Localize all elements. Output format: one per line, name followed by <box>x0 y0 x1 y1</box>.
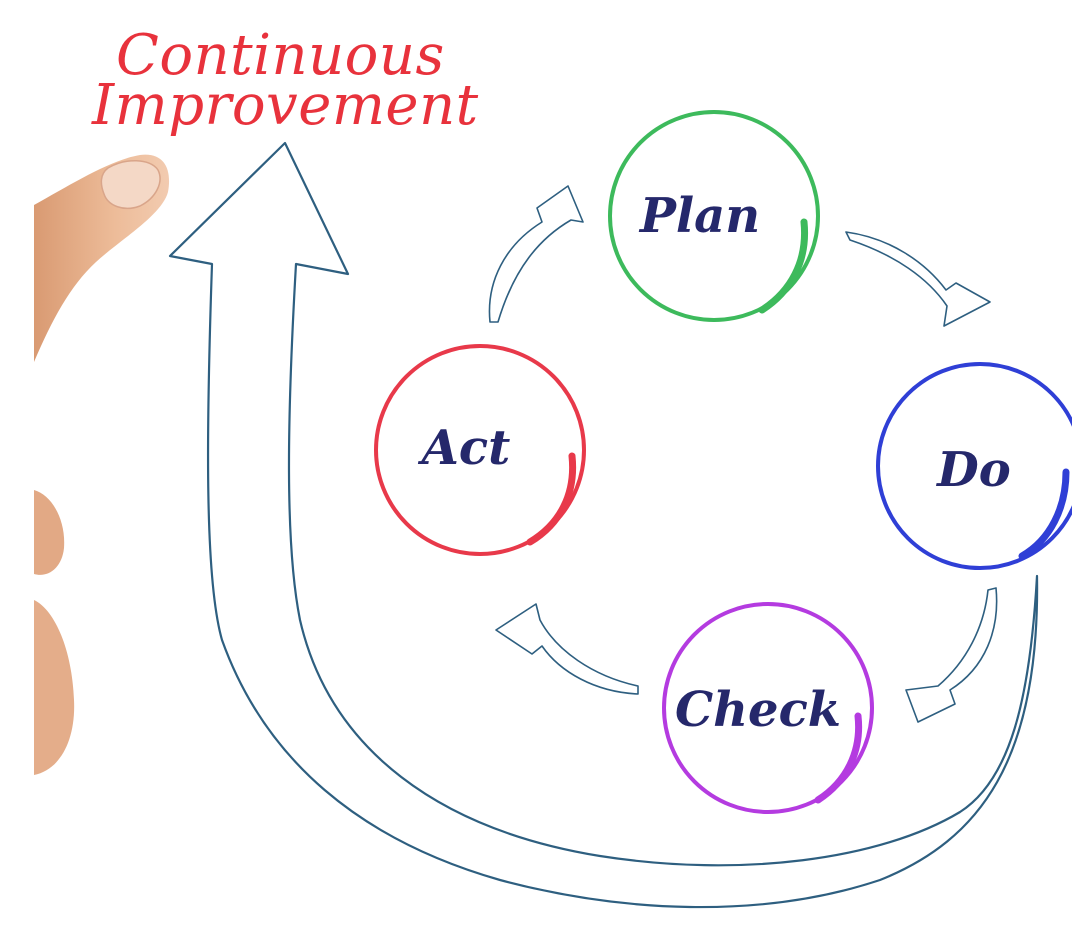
title-line-2: Improvement <box>92 73 479 138</box>
do-circle <box>876 362 1072 570</box>
arrow-plan-to-do <box>845 231 991 327</box>
arrow-check-to-act <box>495 603 639 695</box>
knuckle-icon <box>34 490 65 575</box>
check-circle <box>662 602 874 814</box>
check-label: Check <box>674 682 842 738</box>
title-line-1: Continuous <box>116 23 445 88</box>
arrow-act-to-plan <box>488 185 584 323</box>
palm-icon <box>34 600 75 775</box>
improvement-arrow-icon <box>168 141 1039 909</box>
do-label: Do <box>937 442 1011 498</box>
fingernail-icon <box>100 160 161 210</box>
cycle-arrows <box>488 185 998 723</box>
act-circle <box>374 344 586 556</box>
plan-circle <box>608 110 820 322</box>
plan-label: Plan <box>639 188 761 244</box>
step-circles <box>374 110 1072 814</box>
hand-image <box>34 154 170 775</box>
arrow-do-to-check <box>905 587 998 723</box>
act-label: Act <box>421 420 511 476</box>
